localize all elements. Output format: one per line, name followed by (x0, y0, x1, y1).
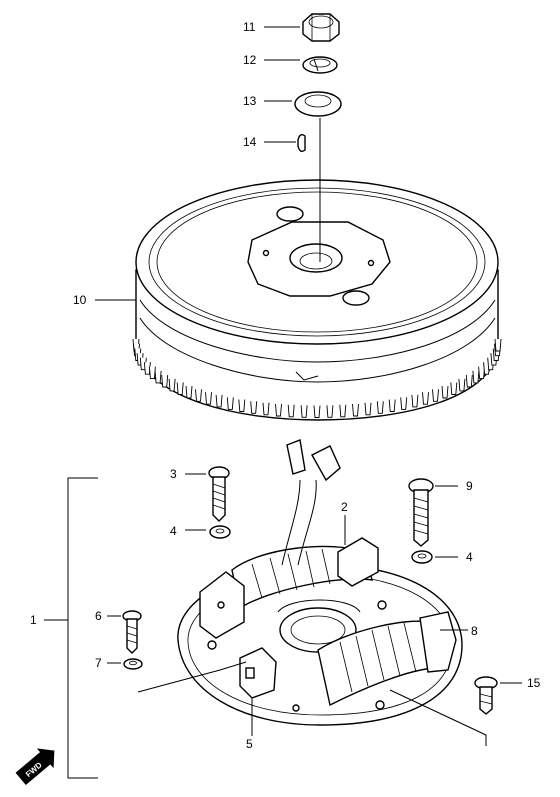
gear-tooth (275, 403, 282, 417)
callout-3: 3 (170, 467, 177, 481)
washer-part-7 (123, 658, 143, 670)
gear-tooth (472, 370, 480, 384)
callout-7: 7 (95, 656, 102, 670)
washer-part-4-right (411, 550, 433, 564)
lock-washer-part-12 (302, 56, 338, 74)
washer-part-13 (294, 91, 342, 117)
ring-gear-teeth (132, 338, 502, 418)
screw-part-6 (122, 610, 142, 654)
connector-part-5 (239, 647, 277, 699)
gear-tooth (411, 394, 419, 408)
gear-tooth (205, 392, 212, 405)
callout-9: 9 (466, 479, 473, 493)
gear-tooth (313, 405, 321, 418)
gear-tooth (262, 402, 270, 416)
gear-tooth (195, 389, 202, 402)
callout-13: 13 (243, 94, 257, 108)
callout-labels: 11 12 13 14 10 3 4 9 4 2 1 6 7 8 15 5 (30, 20, 541, 751)
gear-tooth (154, 370, 162, 384)
pulser-coil-part-8 (317, 611, 457, 707)
gear-tooth (176, 382, 184, 395)
washer-part-4-left (209, 525, 231, 539)
gear-tooth (238, 399, 246, 412)
callout-6: 6 (95, 609, 102, 623)
gear-tooth (168, 378, 176, 392)
callout-10: 10 (73, 293, 87, 307)
callout-5: 5 (246, 737, 253, 751)
charge-coil-part-2 (199, 439, 379, 639)
gear-tooth (494, 338, 502, 352)
gear-tooth (185, 385, 193, 399)
callout-4-right: 4 (466, 550, 473, 564)
callout-14: 14 (243, 135, 257, 149)
gear-tooth (376, 401, 384, 414)
gear-tooth (148, 366, 156, 380)
gear-tooth (450, 382, 458, 395)
gear-tooth (352, 403, 359, 417)
gear-tooth (215, 394, 223, 408)
callout-4-left: 4 (170, 524, 177, 538)
gear-tooth (161, 374, 169, 388)
gear-tooth (250, 401, 258, 414)
leader-lines (44, 26, 522, 779)
flywheel-part-10 (132, 179, 502, 421)
callout-8: 8 (471, 624, 478, 638)
gear-tooth (364, 402, 372, 416)
screw-part-3 (208, 466, 230, 522)
gear-tooth (326, 405, 334, 418)
gear-tooth (226, 397, 234, 410)
key-part-14 (297, 133, 306, 153)
gear-tooth (458, 378, 466, 392)
callout-1: 1 (30, 613, 37, 627)
gear-tooth (465, 374, 473, 388)
fwd-direction-badge: FWD (15, 748, 55, 785)
gear-tooth (422, 392, 429, 405)
gear-tooth (441, 385, 449, 399)
gear-tooth (339, 404, 347, 418)
gear-tooth (287, 404, 295, 418)
gear-tooth (300, 405, 308, 418)
callout-2: 2 (341, 500, 348, 514)
screw-part-9 (408, 478, 434, 547)
gear-tooth (432, 389, 439, 402)
gear-tooth (388, 399, 396, 412)
callout-15: 15 (527, 676, 541, 690)
callout-12: 12 (243, 53, 257, 67)
callout-11: 11 (243, 20, 256, 34)
nut-part-11 (302, 13, 340, 42)
screw-part-15 (474, 676, 498, 715)
gear-tooth (400, 397, 408, 410)
